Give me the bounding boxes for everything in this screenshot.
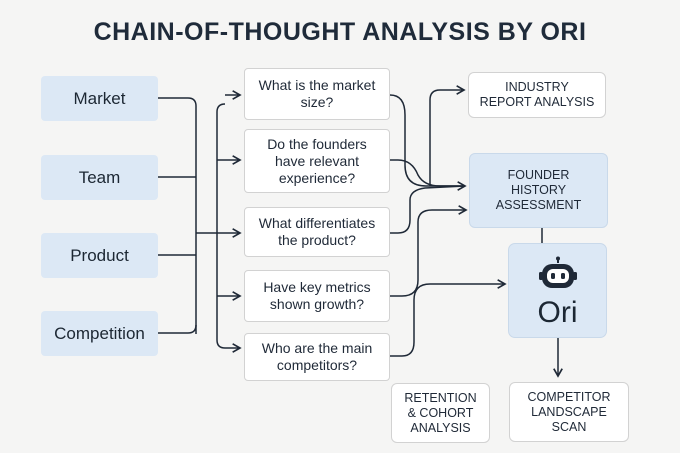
robot-icon (539, 256, 577, 288)
output-retention-cohort: RETENTION & COHORT ANALYSIS (391, 383, 490, 443)
output-industry-report: INDUSTRY REPORT ANALYSIS (468, 72, 606, 118)
q1-to-founder (389, 94, 467, 191)
line-competition (158, 324, 197, 334)
question-competitors: Who are the main competitors? (244, 333, 390, 381)
question-market-size: What is the market size? (244, 68, 390, 120)
ori-agent-box: Ori (508, 243, 607, 338)
output-founder-history: FOUNDER HISTORY ASSESSMENT (469, 153, 608, 228)
line-market (158, 97, 197, 334)
ori-label: Ori (537, 296, 578, 329)
question-differentiation: What differentiates the product? (244, 207, 390, 257)
question-metrics-growth: Have key metrics shown growth? (244, 270, 390, 322)
q4-to-assess (390, 205, 468, 297)
diagram-title: CHAIN-OF-THOUGHT ANALYSIS BY ORI (93, 18, 587, 46)
line-q-trunk (216, 103, 226, 349)
category-team: Team (41, 155, 158, 200)
q5-to-ori (390, 279, 507, 357)
q2-to-founder (390, 159, 465, 187)
category-product: Product (41, 233, 158, 278)
output-competitor-landscape: COMPETITOR LANDSCAPE SCAN (509, 382, 629, 442)
category-market: Market (41, 76, 158, 121)
question-founders-experience: Do the founders have relevant experience… (244, 129, 390, 193)
category-competition: Competition (41, 311, 158, 356)
q3-to-founder (390, 185, 466, 234)
trunk-to-industry (429, 85, 466, 186)
